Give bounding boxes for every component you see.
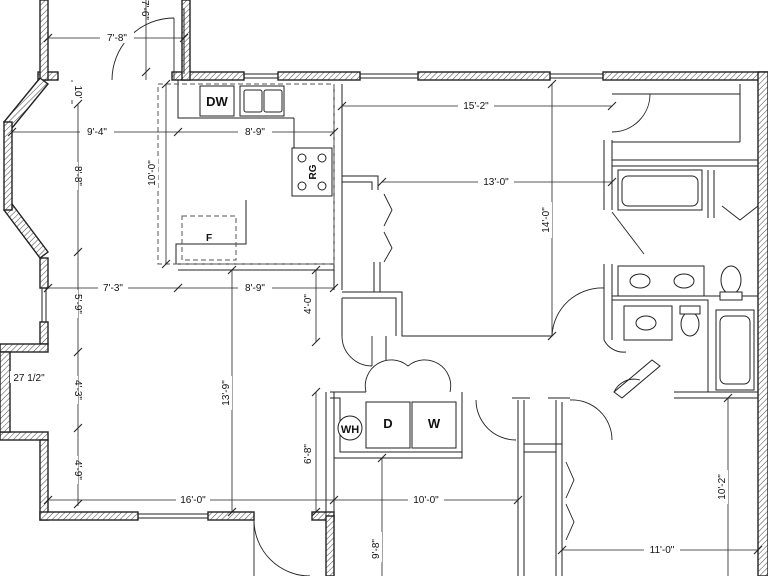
bathrooms	[617, 169, 755, 391]
dryer-label: D	[383, 416, 392, 431]
dim-living-upper: 5'-9"	[72, 294, 83, 314]
water-heater	[337, 415, 363, 441]
dim-bedroom-depth: 14'-0"	[541, 207, 552, 233]
dim-entry-width: 7'-8"	[107, 33, 127, 44]
dim-living-depth: 13'-9"	[221, 380, 232, 406]
dimension-labels: 7'-8" 7'-6" 10' 9'-4" 8'-9" 8'-8" 10'-0"…	[10, 0, 728, 562]
bathtub-lower	[715, 309, 755, 391]
dim-living-right: 8'-9"	[245, 283, 265, 294]
bathtub-upper	[617, 169, 703, 211]
water-heater-label: WH	[341, 424, 359, 436]
dim-bump-depth: 27 1/2"	[13, 373, 45, 384]
toilet-lower	[680, 311, 700, 337]
dim-bedroom2-width: 11'-0"	[650, 545, 675, 556]
dim-bedroom-inner: 13'-0"	[483, 177, 509, 188]
dim-room-depth: 9'-8"	[371, 539, 382, 559]
dim-bump-length: 4'-3"	[72, 380, 83, 400]
washer	[411, 401, 457, 449]
dim-kitchen-depth: 10'-0"	[147, 160, 158, 186]
dim-living-lower: 4'-9"	[72, 460, 83, 480]
dim-hall-width: 10'-0"	[413, 495, 439, 506]
toilet-upper	[720, 265, 742, 295]
dishwasher	[199, 85, 235, 117]
dim-bedroom2-depth: 10'-2"	[717, 474, 728, 500]
dim-living-left: 7'-3"	[103, 283, 123, 294]
vanity-lower	[623, 305, 673, 341]
kitchen	[157, 80, 335, 271]
dim-entry-depth: 7'-6"	[139, 0, 150, 20]
laundry	[337, 401, 457, 449]
dim-living-width: 16'-0"	[180, 495, 206, 506]
dim-laundry-depth: 6'-8"	[303, 444, 314, 464]
range-label: RG	[308, 164, 319, 179]
dim-bedroom-width: 15'-2"	[463, 101, 489, 112]
dim-bay-offset: 10'	[72, 85, 83, 98]
windows	[41, 8, 603, 519]
dim-dining-width: 9'-4"	[87, 127, 107, 138]
dryer	[365, 401, 411, 449]
appliance-labels: DW RG F WH D W	[206, 94, 441, 436]
dim-hall-depth: 4'-0"	[303, 294, 314, 314]
dim-kitchen-width: 8'-9"	[245, 127, 265, 138]
vanity-double	[617, 265, 705, 297]
dim-dining-depth: 8'-8"	[72, 166, 83, 186]
dishwasher-label: DW	[206, 94, 228, 109]
washer-label: W	[428, 416, 441, 431]
fridge-label: F	[206, 233, 212, 244]
